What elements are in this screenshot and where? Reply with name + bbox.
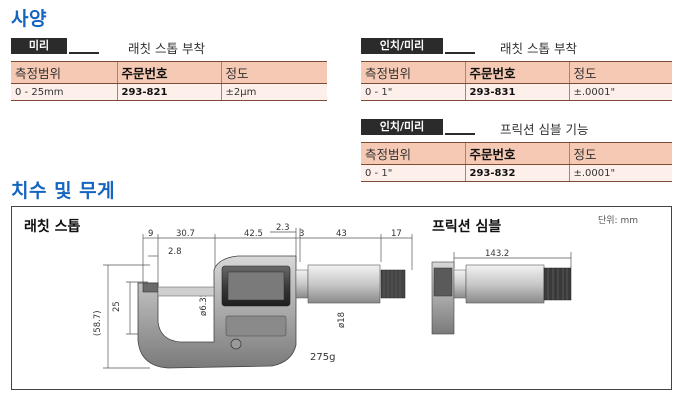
dimension-drawing-frame [11, 206, 672, 390]
dim-phi-6-35: ø6.35 [199, 292, 209, 316]
section2-desc: 래칫 스톱 부착 [500, 41, 577, 56]
section3-desc: 프릭션 심블 기능 [500, 122, 589, 137]
tag-mm-label: 미리 [11, 38, 67, 54]
table-header-row: 측정범위 주문번호 정도 [361, 142, 672, 165]
cell-order: 293-821 [116, 83, 221, 101]
tag-underline [69, 52, 99, 54]
section1-desc: 래칫 스톱 부착 [128, 41, 205, 56]
col-range: 측정범위 [361, 142, 465, 165]
dim-143-2: 143.2 [485, 249, 509, 259]
weight-label: 275g [310, 352, 335, 363]
micrometer-friction [431, 261, 572, 335]
dimension-labels: 9 30.7 2.8 42.5 2.3 3 43 17 143.2 275g 2… [93, 223, 509, 363]
dim-9: 9 [148, 229, 153, 239]
unit-note: 단위: mm [598, 216, 638, 226]
col-accuracy: 정도 [220, 61, 327, 84]
table-header-row: 측정범위 주문번호 정도 [361, 61, 672, 84]
tag-underline [445, 52, 475, 54]
dim-58-7: (58.7) [93, 310, 103, 336]
dim-43: 43 [336, 229, 347, 239]
table-row: 0 - 25mm 293-821 ±2μm [11, 83, 327, 101]
cell-accuracy: ±2μm [220, 83, 327, 101]
col-accuracy: 정도 [568, 142, 672, 165]
tag-inch-mm-label: 인치/미리 [361, 38, 443, 54]
spec-table-3: 측정범위 주문번호 정도 0 - 1" 293-832 ±.0001" [361, 142, 672, 182]
col-order: 주문번호 [464, 61, 569, 84]
table-row: 0 - 1" 293-831 ±.0001" [361, 83, 672, 101]
dim-30-7: 30.7 [176, 229, 195, 239]
dimensions-title: 치수 및 무게 [11, 180, 116, 202]
spec-title: 사양 [11, 8, 47, 30]
table-header-row: 측정범위 주문번호 정도 [11, 61, 327, 84]
table-row: 0 - 1" 293-832 ±.0001" [361, 164, 672, 182]
tag-inch-mm: 인치/미리 [361, 38, 475, 54]
dim-42-5: 42.5 [244, 229, 263, 239]
col-order: 주문번호 [116, 61, 221, 84]
dim-25: 25 [112, 301, 122, 312]
dimension-lines [103, 228, 572, 369]
dim-2-3: 2.3 [276, 223, 290, 233]
friction-thimble-title: 프릭션 심블 [432, 219, 502, 235]
tag-underline [445, 133, 475, 135]
tag-mm: 미리 [11, 38, 99, 54]
cell-order: 293-832 [464, 164, 569, 182]
cell-accuracy: ±.0001" [568, 83, 672, 101]
dim-17: 17 [391, 229, 402, 239]
dim-phi-18: ø18 [337, 312, 347, 328]
col-order: 주문번호 [464, 142, 569, 165]
micrometer-ratchet [137, 255, 406, 369]
tag-inch-mm-2: 인치/미리 [361, 119, 475, 135]
col-range: 측정범위 [361, 61, 465, 84]
dim-2-8: 2.8 [168, 247, 182, 257]
tag-inch-mm-label: 인치/미리 [361, 119, 443, 135]
col-accuracy: 정도 [568, 61, 672, 84]
spec-table-1: 측정범위 주문번호 정도 0 - 25mm 293-821 ±2μm [11, 61, 327, 101]
cell-accuracy: ±.0001" [568, 164, 672, 182]
col-range: 측정범위 [11, 61, 117, 84]
cell-order: 293-831 [464, 83, 569, 101]
cell-range: 0 - 25mm [11, 83, 117, 101]
cell-range: 0 - 1" [361, 164, 465, 182]
ratchet-stop-title: 래칫 스톱 [24, 219, 81, 235]
cell-range: 0 - 1" [361, 83, 465, 101]
spec-table-2: 측정범위 주문번호 정도 0 - 1" 293-831 ±.0001" [361, 61, 672, 101]
dim-3: 3 [299, 229, 304, 239]
